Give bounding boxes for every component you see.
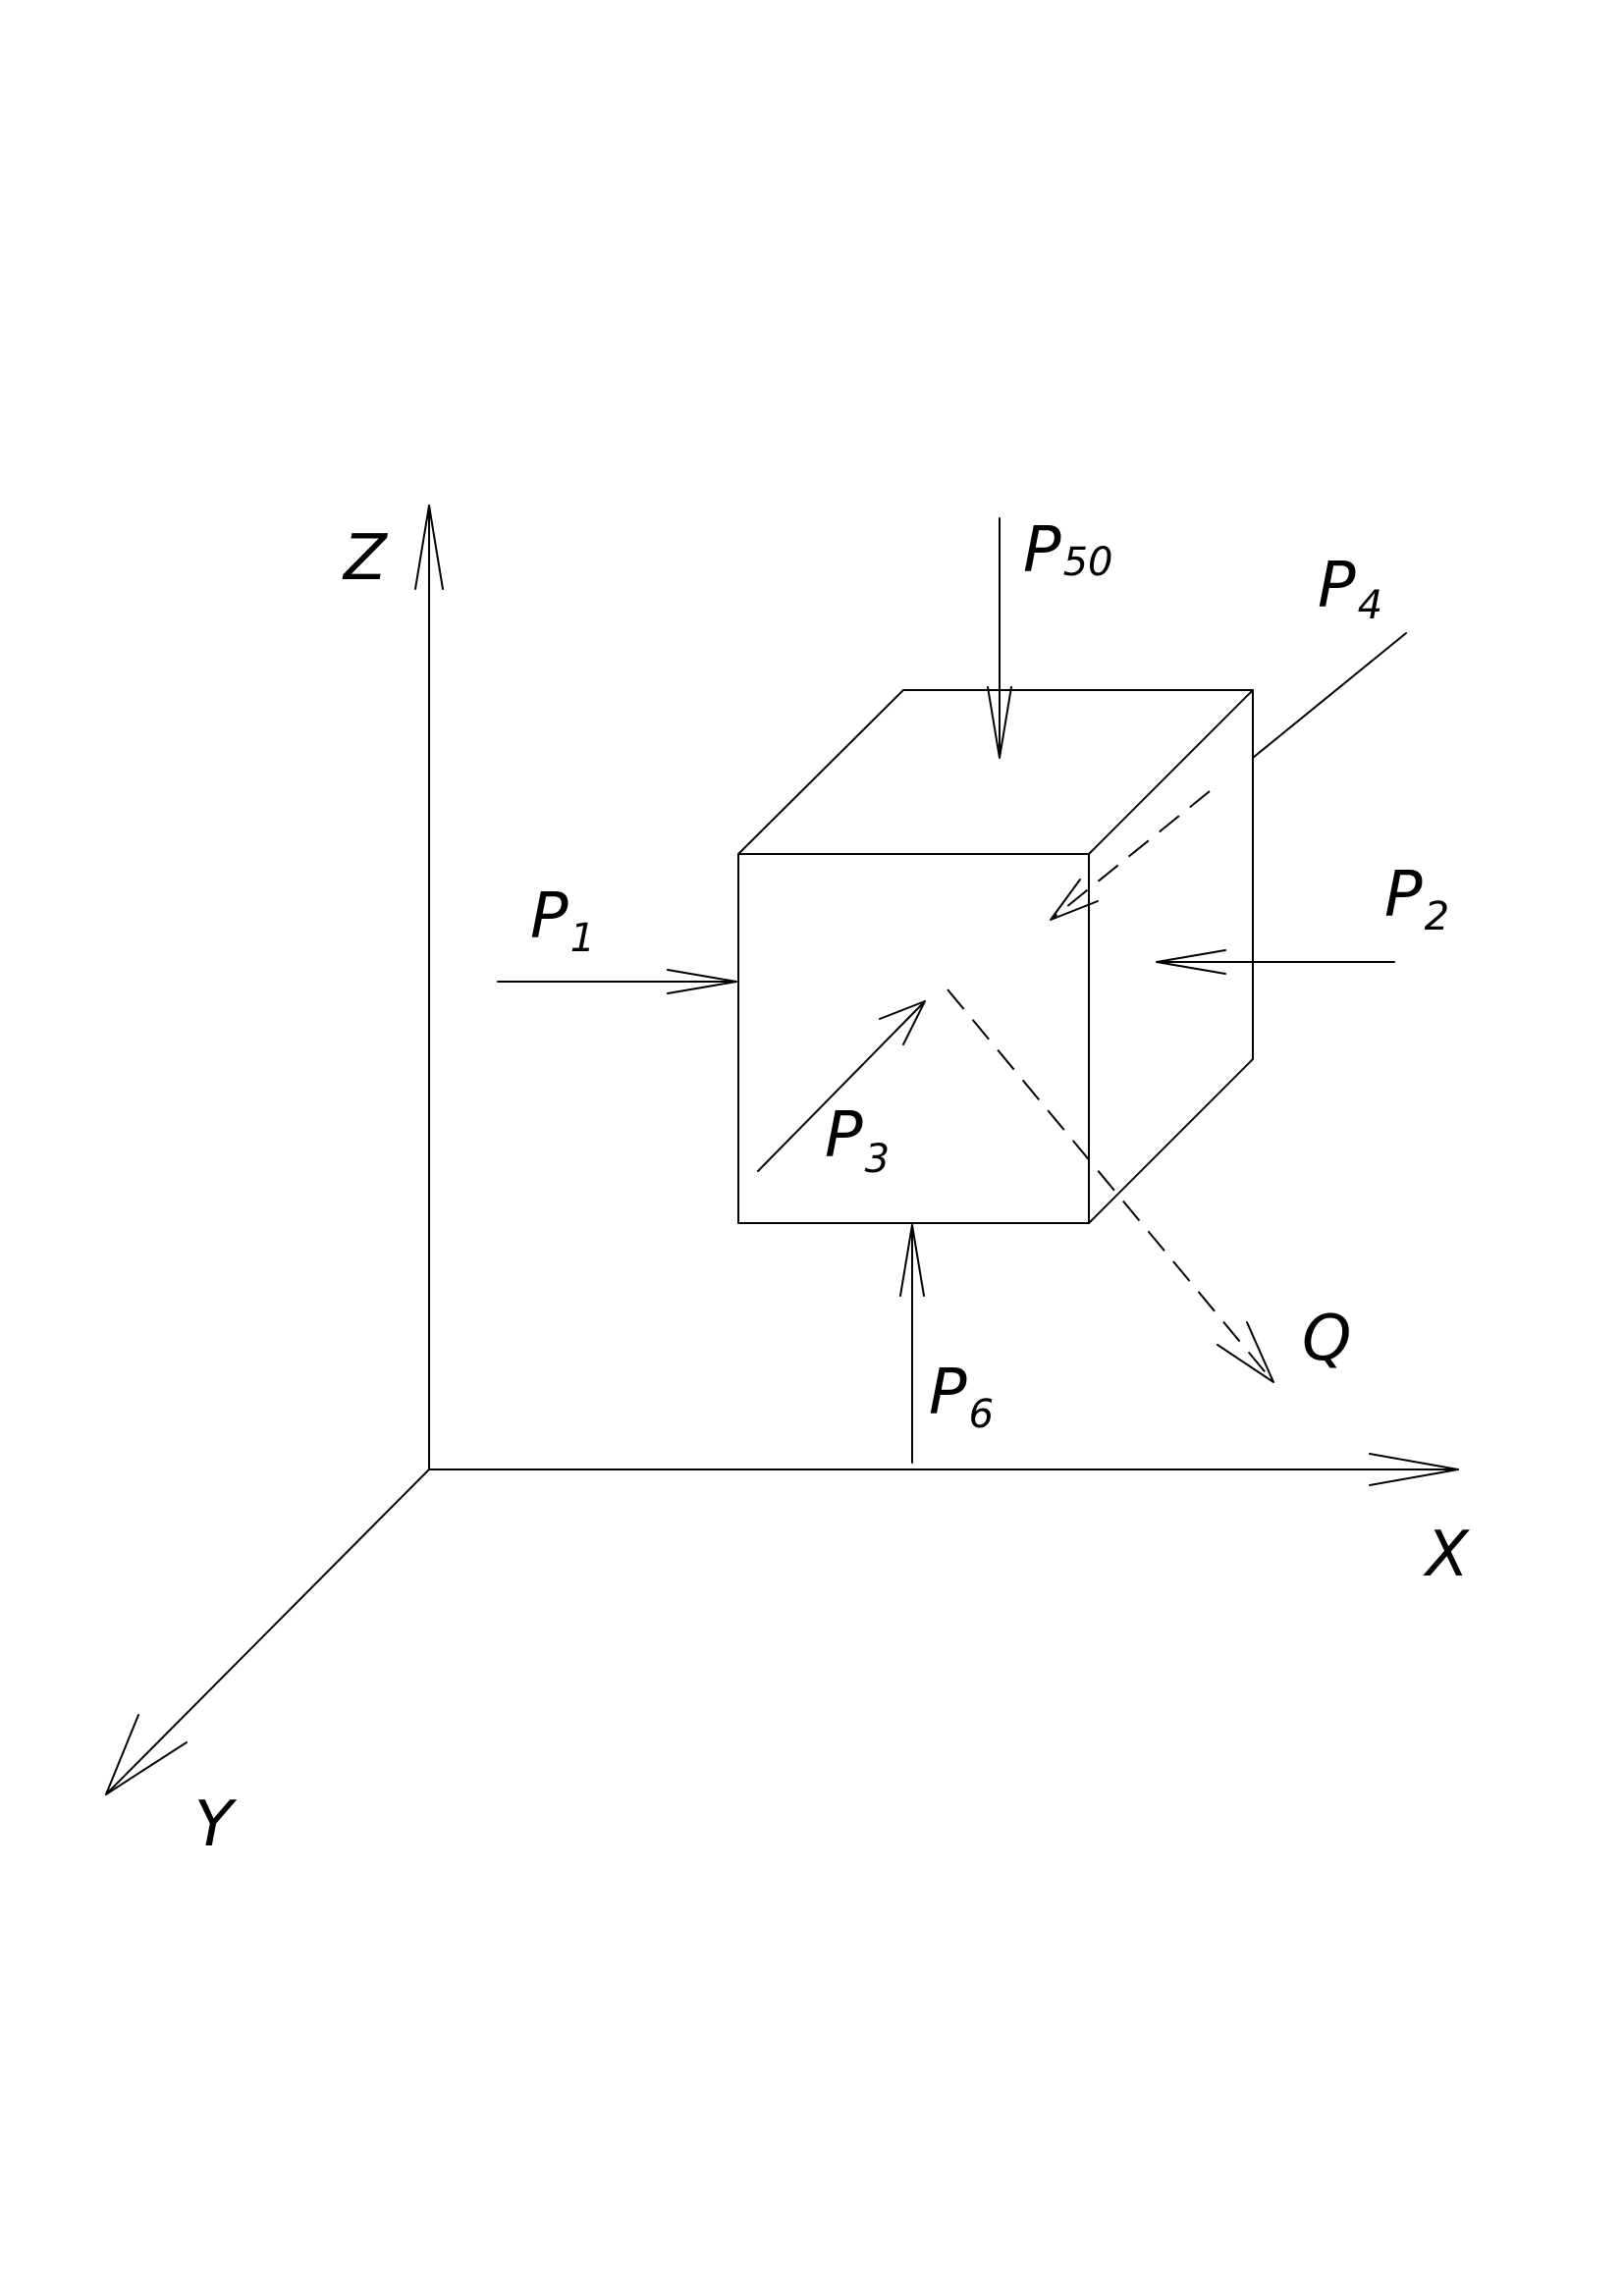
force-label-p3: P3 xyxy=(825,1099,890,1182)
force-label-p4-base: P xyxy=(1318,550,1356,622)
force-arrow-q xyxy=(947,988,1274,1383)
axis-label-z: Z xyxy=(342,522,388,595)
force-label-p2-base: P xyxy=(1384,859,1423,932)
force-arrow-p1 xyxy=(497,969,737,994)
force-label-q: Q xyxy=(1302,1303,1351,1375)
axis-z xyxy=(414,505,444,1470)
force-label-p4-sub: 4 xyxy=(1358,583,1382,628)
force-label-p2-sub: 2 xyxy=(1425,894,1449,939)
force-arrow-p6 xyxy=(899,1224,925,1464)
force-arrow-p4 xyxy=(1050,632,1407,921)
force-label-p2: P2 xyxy=(1384,859,1449,939)
force-arrow-p3 xyxy=(757,1000,926,1172)
force-label-p4: P4 xyxy=(1318,550,1382,628)
axis-label-y: Y xyxy=(194,1789,238,1861)
force-label-p1-base: P xyxy=(530,881,568,953)
force-label-p50-sub: 50 xyxy=(1063,540,1113,585)
cube xyxy=(737,689,1254,1224)
force-label-p3-base: P xyxy=(825,1099,863,1172)
force-label-p6-base: P xyxy=(929,1357,967,1429)
force-label-p1: P1 xyxy=(530,881,595,961)
force-label-p1-sub: 1 xyxy=(570,916,595,961)
force-arrow-p2 xyxy=(1156,949,1395,975)
force-label-p50: P50 xyxy=(1023,514,1113,587)
axis-label-x: X xyxy=(1423,1519,1470,1591)
force-label-p3-sub: 3 xyxy=(865,1137,890,1182)
force-arrow-p50 xyxy=(987,517,1012,759)
force-label-p6-sub: 6 xyxy=(969,1392,994,1437)
force-label-p6: P6 xyxy=(929,1357,994,1437)
axis-y xyxy=(105,1468,430,1795)
force-label-p50-base: P xyxy=(1023,514,1061,587)
axis-x xyxy=(428,1453,1459,1486)
